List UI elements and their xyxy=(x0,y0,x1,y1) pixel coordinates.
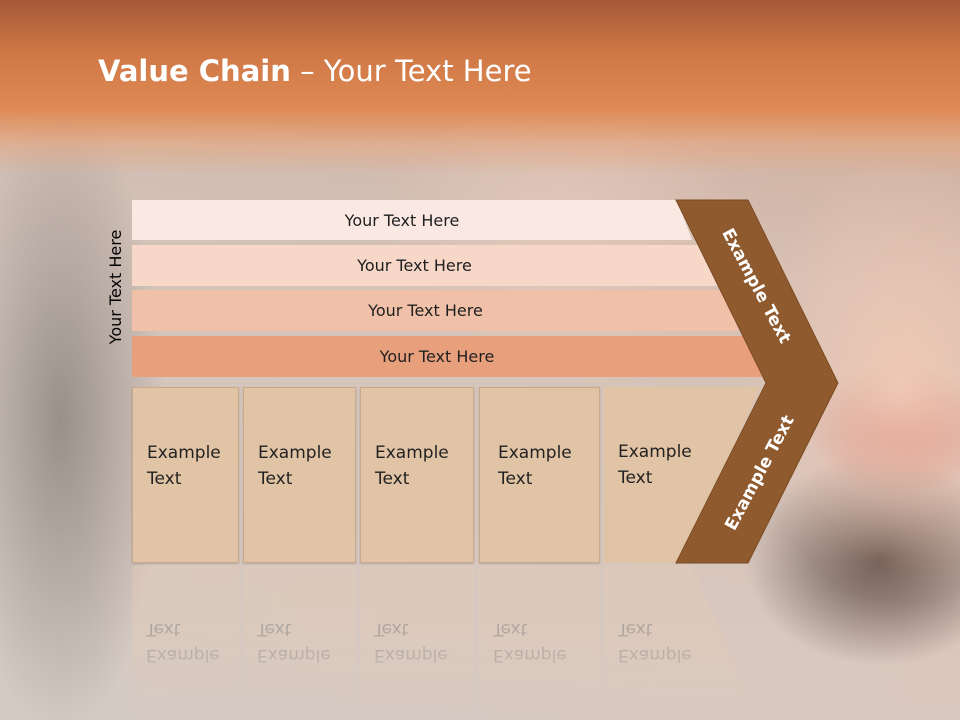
title-bold: Value Chain xyxy=(98,54,291,88)
activity-box-2-line2: Text xyxy=(258,469,293,489)
margin-chevron xyxy=(675,199,839,564)
activity-box-1: Example Text xyxy=(132,387,239,563)
vertical-label: Your Text Here xyxy=(106,229,125,345)
value-bar-3-label: Your Text Here xyxy=(368,301,483,320)
activity-box-2-line1: Example xyxy=(258,443,332,463)
activity-box-1-line1: Example xyxy=(147,443,221,463)
activity-box-5-line1: Example xyxy=(618,442,692,462)
title-rest: – Your Text Here xyxy=(290,54,532,88)
activity-box-4-line1: Example xyxy=(498,443,572,463)
header-band xyxy=(0,0,960,175)
activity-box-4-line2: Text xyxy=(498,469,533,489)
activity-box-1-line2: Text xyxy=(147,469,182,489)
slide-title: Value Chain – Your Text Here xyxy=(98,54,532,88)
activity-box-3-line1: Example xyxy=(375,443,449,463)
value-bar-2-label: Your Text Here xyxy=(357,256,472,275)
value-bar-2: Your Text Here xyxy=(132,245,717,286)
margin-chevron-shape xyxy=(675,199,839,564)
activity-box-3: Example Text xyxy=(360,387,474,563)
activity-box-3-line2: Text xyxy=(375,469,410,489)
value-bar-4: Your Text Here xyxy=(132,336,762,377)
activity-box-2: Example Text xyxy=(243,387,356,563)
activity-box-5-line2: Text xyxy=(618,468,653,488)
value-bar-3: Your Text Here xyxy=(132,290,739,331)
value-bar-4-label: Your Text Here xyxy=(379,347,495,366)
value-bar-1-label: Your Text Here xyxy=(344,210,460,230)
value-bar-1: Your Text Here xyxy=(132,200,692,240)
activity-box-4: Example Text xyxy=(479,387,600,563)
